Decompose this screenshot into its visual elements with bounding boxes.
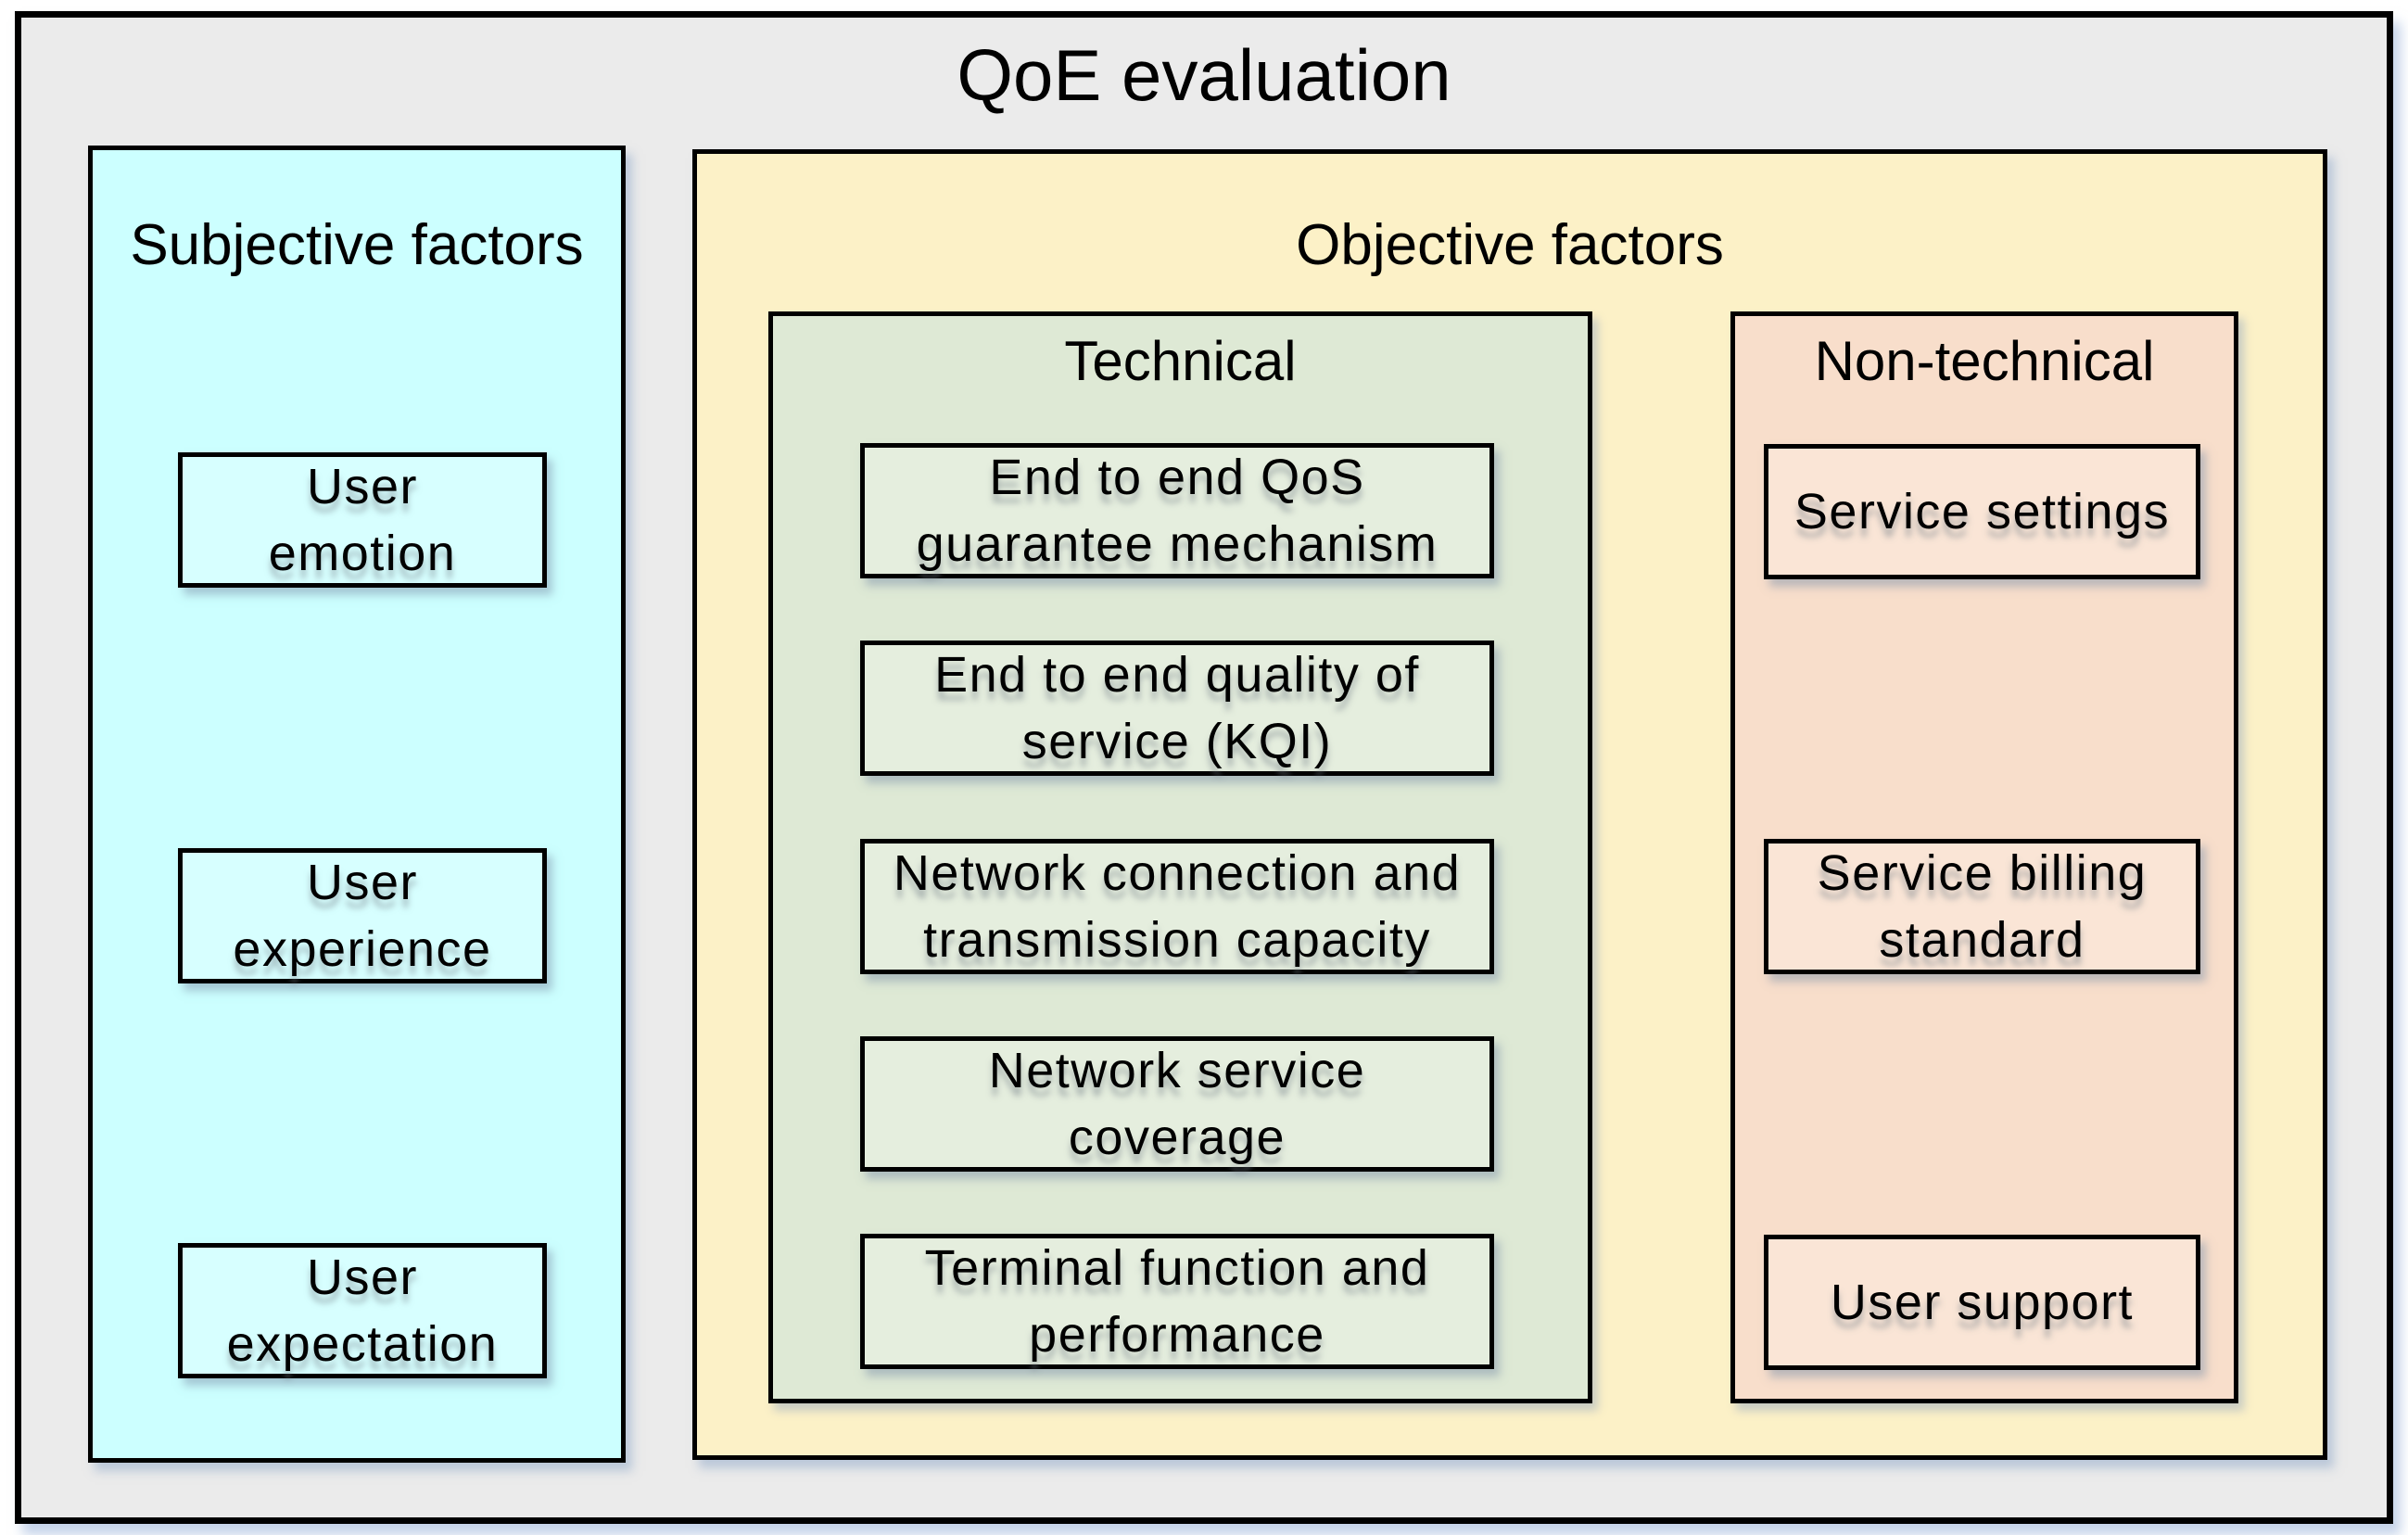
technical-label: Technical — [1064, 330, 1297, 392]
item-label: User emotion — [268, 459, 457, 581]
non-technical-label: Non-technical — [1814, 330, 2155, 392]
qoe-evaluation-container: QoE evaluation Subjective factors User e… — [15, 11, 2393, 1524]
subjective-item-user-expectation: User expectation — [178, 1243, 547, 1378]
technical-item-network-connection-capacity: Network connection and transmission capa… — [860, 839, 1494, 974]
technical-item-quality-of-service-kqi: End to end quality of service (KQI) — [860, 641, 1494, 776]
subjective-item-user-experience: User experience — [178, 848, 547, 983]
diagram-title: QoE evaluation — [957, 34, 1451, 116]
subjective-factors-panel: Subjective factors User emotion User exp… — [88, 146, 626, 1463]
non-technical-item-service-settings: Service settings — [1764, 444, 2200, 579]
item-label: User experience — [233, 855, 492, 977]
item-label: Terminal function and performance — [924, 1240, 1430, 1363]
non-technical-item-service-billing-standard: Service billing standard — [1764, 839, 2200, 974]
non-technical-panel: Non-technical Service settings Service b… — [1730, 311, 2238, 1403]
technical-item-network-service-coverage: Network service coverage — [860, 1036, 1494, 1172]
non-technical-item-user-support: User support — [1764, 1235, 2200, 1370]
item-label: User expectation — [226, 1250, 499, 1372]
technical-panel: Technical End to end QoS guarantee mecha… — [768, 311, 1592, 1403]
objective-factors-panel: Objective factors Technical End to end Q… — [692, 149, 2327, 1460]
item-label: Network service coverage — [988, 1043, 1366, 1165]
objective-factors-label: Objective factors — [1296, 213, 1724, 277]
item-label: Service billing standard — [1817, 845, 2148, 968]
item-label: Network connection and transmission capa… — [893, 845, 1462, 968]
subjective-factors-label: Subjective factors — [130, 213, 584, 277]
item-label: End to end QoS guarantee mechanism — [916, 450, 1438, 572]
item-label: Service settings — [1793, 484, 2171, 539]
technical-item-terminal-function-performance: Terminal function and performance — [860, 1234, 1494, 1369]
subjective-item-user-emotion: User emotion — [178, 452, 547, 588]
item-label: User support — [1830, 1275, 2135, 1330]
technical-item-qos-guarantee-mechanism: End to end QoS guarantee mechanism — [860, 443, 1494, 578]
item-label: End to end quality of service (KQI) — [934, 647, 1420, 769]
